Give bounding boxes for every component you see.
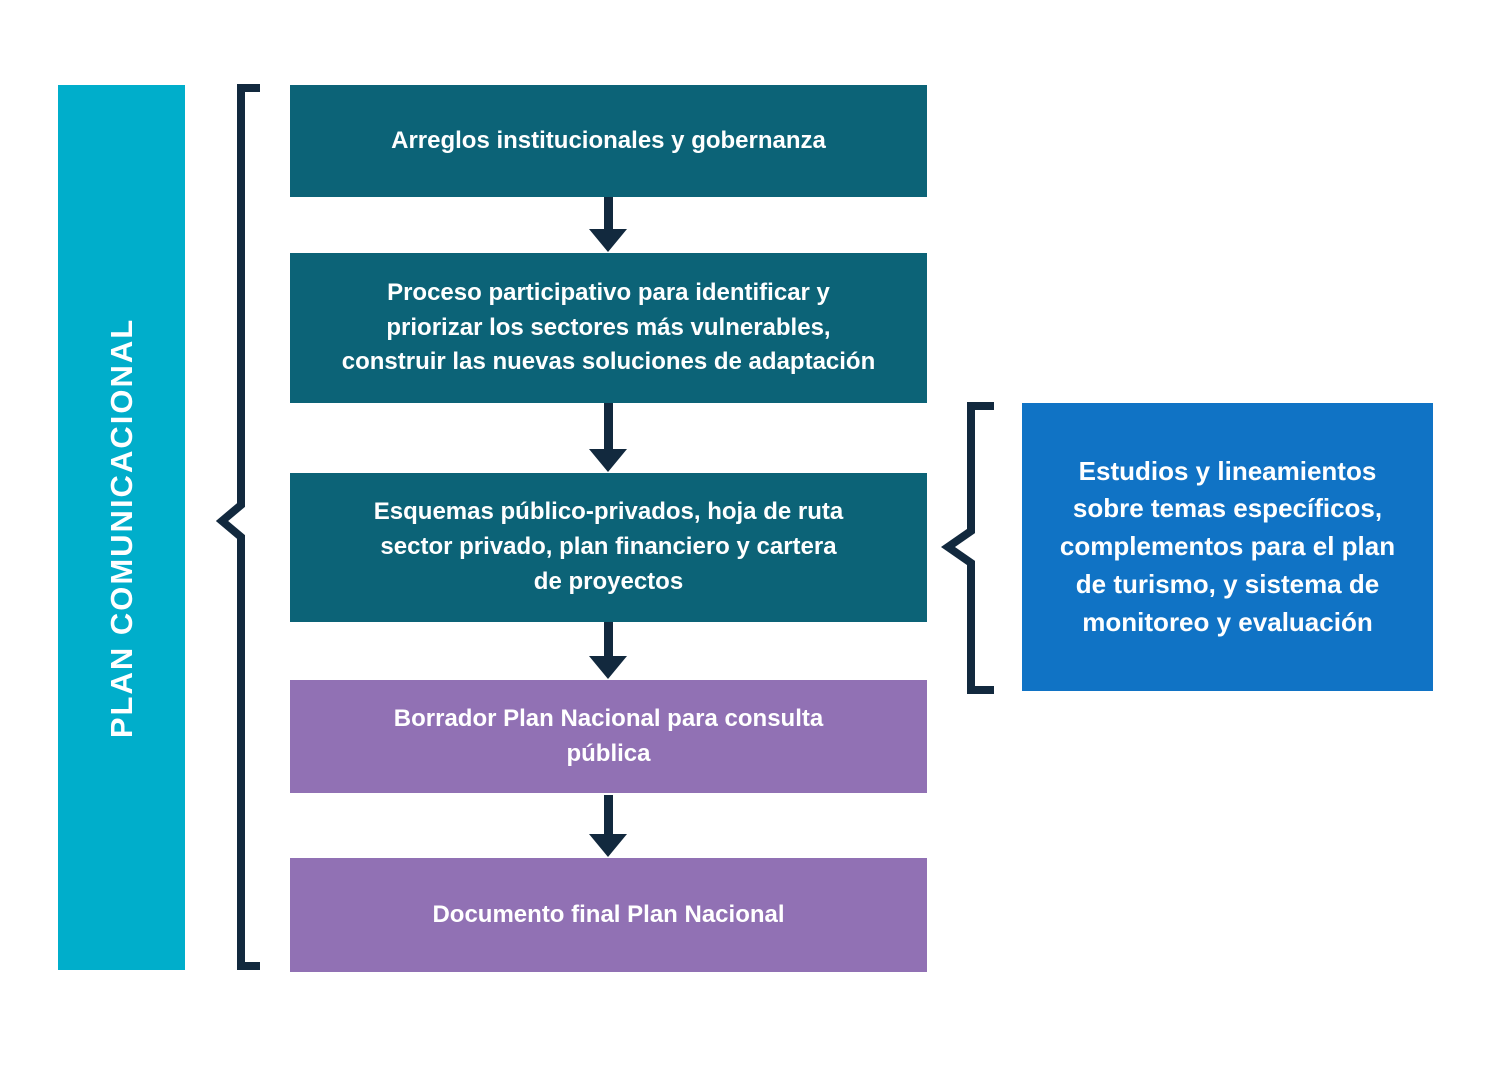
flow-arrow-down <box>589 403 628 472</box>
arrow-stem <box>604 622 613 658</box>
side-note-text: Estudios y lineamientos sobre temas espe… <box>1059 455 1396 637</box>
flow-step-proceso-participativo: Proceso participativo para identificar y… <box>290 253 927 403</box>
arrow-stem <box>604 403 613 451</box>
flow-step-text: Proceso participativo para identificar y… <box>341 278 876 376</box>
arrow-head <box>589 656 627 679</box>
flow-step-text: Arreglos institucionales y gobernanza <box>391 126 826 154</box>
communication-plan-label: PLAN COMUNICACIONAL <box>103 317 139 738</box>
flow-step-text: Documento final Plan Nacional <box>432 900 785 928</box>
arrow-stem <box>604 795 613 836</box>
arrow-stem <box>604 197 613 231</box>
flow-arrow-down <box>589 622 628 679</box>
flow-step-arreglos: Arreglos institucionales y gobernanza <box>290 85 927 197</box>
right-brace <box>940 402 994 694</box>
flow-arrow-down <box>589 795 628 857</box>
flow-step-esquemas: Esquemas público-privados, hoja de ruta … <box>290 473 927 622</box>
left-brace <box>216 84 260 970</box>
flow-step-text: Borrador Plan Nacional para consulta púb… <box>393 704 824 767</box>
flow-step-text: Esquemas público-privados, hoja de ruta … <box>373 498 844 595</box>
flow-step-documento-final: Documento final Plan Nacional <box>290 858 927 972</box>
arrow-head <box>589 834 627 857</box>
arrow-head <box>589 449 627 472</box>
flow-step-borrador: Borrador Plan Nacional para consulta púb… <box>290 680 927 793</box>
communication-plan-bar: PLAN COMUNICACIONAL <box>58 85 185 970</box>
side-note-estudios: Estudios y lineamientos sobre temas espe… <box>1022 403 1433 691</box>
arrow-head <box>589 229 627 252</box>
flow-arrow-down <box>589 197 628 252</box>
